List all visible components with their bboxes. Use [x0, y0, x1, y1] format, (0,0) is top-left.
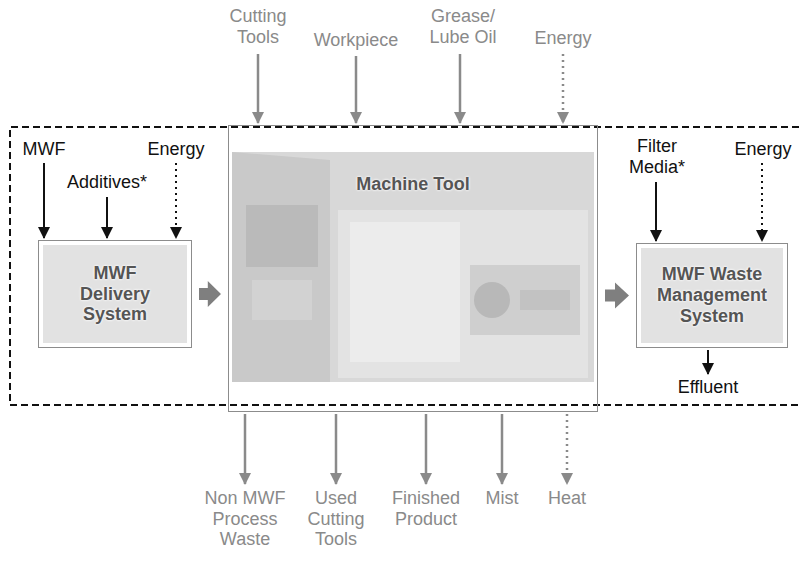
heat-arrow: [566, 414, 569, 484]
flow-label: Energy: [730, 139, 796, 160]
box-label: MWF Waste Management System: [650, 264, 774, 326]
flow-label: Finished Product: [385, 488, 467, 529]
system-boundary: [10, 127, 799, 405]
process-box: MWF Waste Management System: [636, 243, 788, 348]
output-arrow: [335, 414, 338, 484]
output-arrow: [707, 350, 709, 374]
input-arrow: [43, 163, 45, 238]
box-label: Machine Tool: [313, 174, 513, 195]
flow-label: Workpiece: [306, 30, 406, 51]
input-arrow: [355, 56, 358, 123]
input-arrow: [106, 197, 108, 238]
flow-label: Energy: [138, 139, 214, 160]
energy-arrow: [761, 163, 763, 241]
flow-label: Additives*: [57, 172, 157, 193]
flow-label: Mist: [472, 488, 532, 509]
flow-label: Effluent: [663, 377, 753, 398]
energy-arrow: [175, 163, 177, 238]
flow-arrow: [605, 283, 629, 309]
box-label: MWF Delivery System: [65, 263, 165, 325]
flow-label: Grease/ Lube Oil: [422, 6, 504, 47]
output-arrow: [244, 414, 247, 484]
flow-label: Used Cutting Tools: [302, 488, 370, 550]
flow-label: MWF: [14, 139, 74, 160]
flow-arrow: [199, 281, 221, 307]
input-arrow: [257, 54, 260, 123]
flow-label: Energy: [523, 28, 603, 49]
flow-label: Heat: [537, 488, 597, 509]
process-box: MWF Delivery System: [38, 240, 192, 348]
flow-label: Filter Media*: [624, 136, 690, 177]
input-arrow: [459, 54, 462, 123]
input-arrow: [655, 182, 657, 241]
energy-arrow: [562, 54, 565, 123]
flow-label: Cutting Tools: [218, 6, 298, 47]
machine-photo: [232, 152, 594, 382]
output-arrow: [501, 414, 504, 484]
process-box: Machine Tool: [228, 125, 598, 412]
output-arrow: [425, 414, 428, 484]
flow-label: Non MWF Process Waste: [199, 488, 291, 550]
